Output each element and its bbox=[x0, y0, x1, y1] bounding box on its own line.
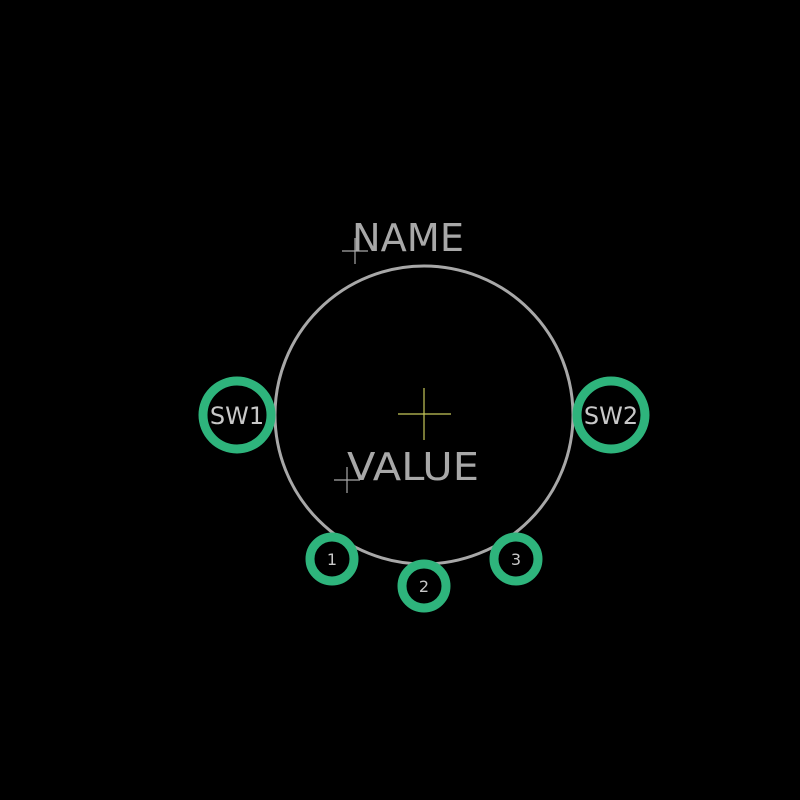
pin-pad-3-ring bbox=[489, 532, 543, 586]
name-anchor-cross-icon bbox=[342, 238, 368, 264]
pin-pad-3-label: 3 bbox=[511, 550, 521, 569]
value-anchor-cross-icon bbox=[334, 467, 360, 493]
mount-pad-sw1-ring bbox=[198, 376, 276, 454]
origin-crosshair-icon bbox=[398, 388, 451, 440]
pin-pad-2-ring bbox=[397, 559, 451, 613]
pin-pad-2-label: 2 bbox=[419, 577, 429, 596]
pin-pad-2[interactable]: 2 bbox=[397, 559, 451, 613]
mount-pad-sw1[interactable]: SW1 bbox=[198, 376, 276, 454]
mount-pad-sw2-label: SW2 bbox=[584, 402, 638, 430]
mount-pad-sw2[interactable]: SW2 bbox=[572, 376, 650, 454]
pin-pad-1[interactable]: 1 bbox=[305, 532, 359, 586]
value-label: VALUE bbox=[347, 445, 479, 489]
mount-pad-sw1-label: SW1 bbox=[210, 402, 264, 430]
mount-pad-sw2-ring bbox=[572, 376, 650, 454]
pin-pad-1-ring bbox=[305, 532, 359, 586]
pin-pad-1-label: 1 bbox=[327, 550, 337, 569]
pin-pad-3[interactable]: 3 bbox=[489, 532, 543, 586]
name-label: NAME bbox=[352, 216, 464, 260]
